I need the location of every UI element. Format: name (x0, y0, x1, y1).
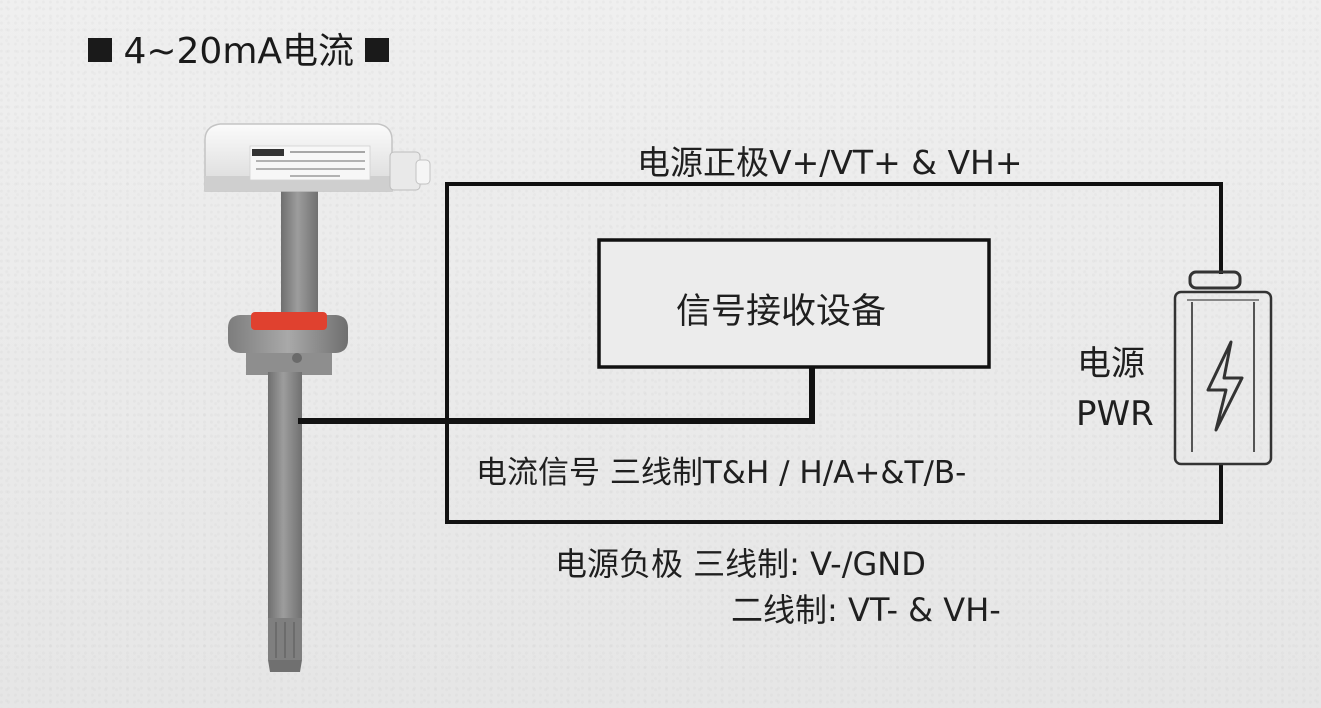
red-seal (251, 312, 327, 330)
positive-wire (445, 182, 1223, 524)
lightning-icon (1206, 340, 1244, 432)
power-negative-label: 电源负极 三线制: V-/GND (555, 545, 926, 583)
two-wire-negative-label: 二线制: VT- & VH- (731, 591, 1001, 629)
square-bullet-icon (365, 38, 390, 62)
wiring (298, 182, 1223, 524)
negative-wire (445, 464, 1223, 524)
square-bullet-icon (88, 38, 112, 62)
current-signal-label: 电流信号 三线制T&H / H/A+&T/B- (476, 455, 967, 491)
battery-icon (1173, 270, 1273, 466)
mounting-flange (228, 312, 348, 375)
upper-stem (281, 190, 318, 325)
title-text: 4~20mA电流 (123, 31, 355, 72)
signal-wire (298, 365, 815, 424)
power-label: 电源 (1077, 344, 1145, 384)
receiver-box (597, 238, 991, 369)
sensor-probe (268, 372, 302, 660)
pwr-label: PWR (1076, 394, 1154, 434)
title: 4~20mA电流 (88, 22, 390, 74)
receiver-label: 信号接收设备 (676, 292, 887, 332)
power-positive-label: 电源正极V+/VT+ & VH+ (637, 143, 1023, 182)
sensor-device (204, 123, 431, 672)
sensor-housing (204, 123, 431, 192)
